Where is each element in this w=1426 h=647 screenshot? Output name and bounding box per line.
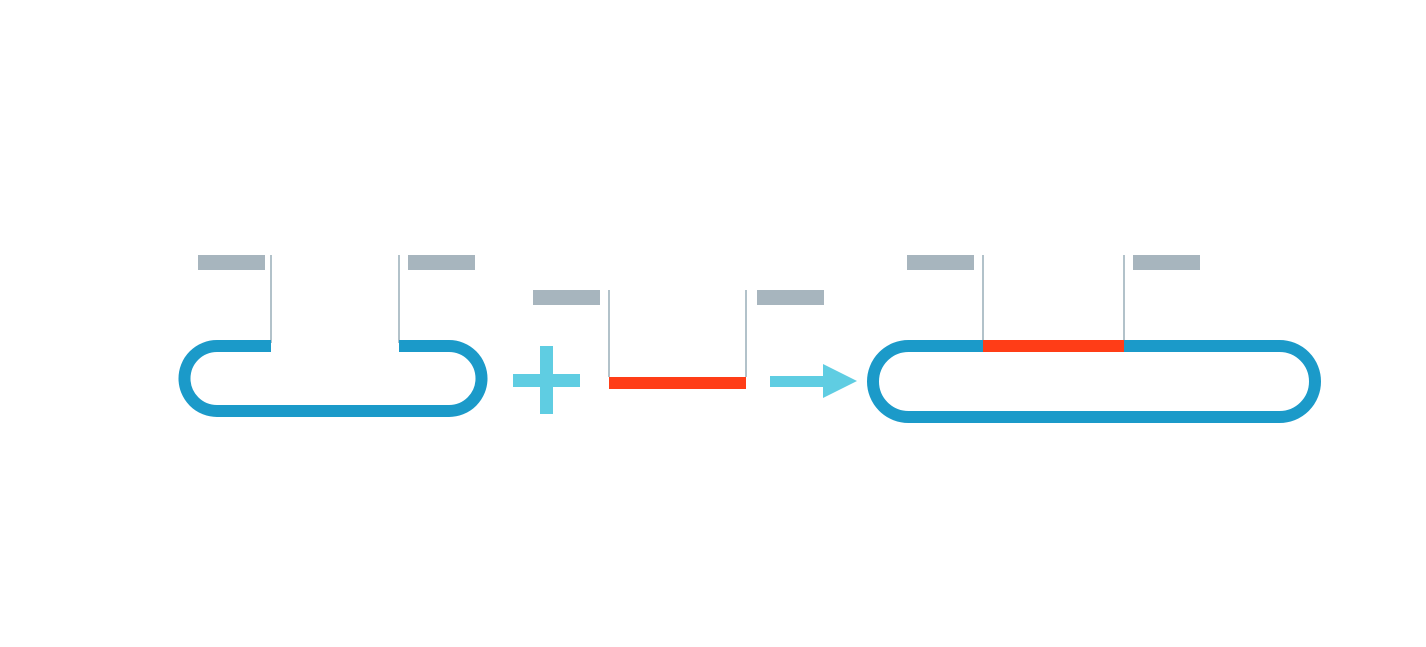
open-vector <box>178 255 488 417</box>
recombinant-insert-segment <box>983 340 1124 352</box>
recombinant-marker-left <box>907 255 974 270</box>
recombinant-plasmid <box>867 255 1321 423</box>
insert-marker-left <box>533 290 600 305</box>
recombinant-backbone <box>867 340 1321 423</box>
insert-marker-right <box>757 290 824 305</box>
cut-marker-left <box>198 255 265 270</box>
insert-segment <box>609 377 746 389</box>
plus-icon <box>513 346 580 414</box>
cut-marker-right <box>408 255 475 270</box>
insert-fragment <box>533 290 824 389</box>
vector-backbone <box>178 340 488 417</box>
arrow-right-icon <box>770 364 857 398</box>
recombinant-marker-right <box>1133 255 1200 270</box>
